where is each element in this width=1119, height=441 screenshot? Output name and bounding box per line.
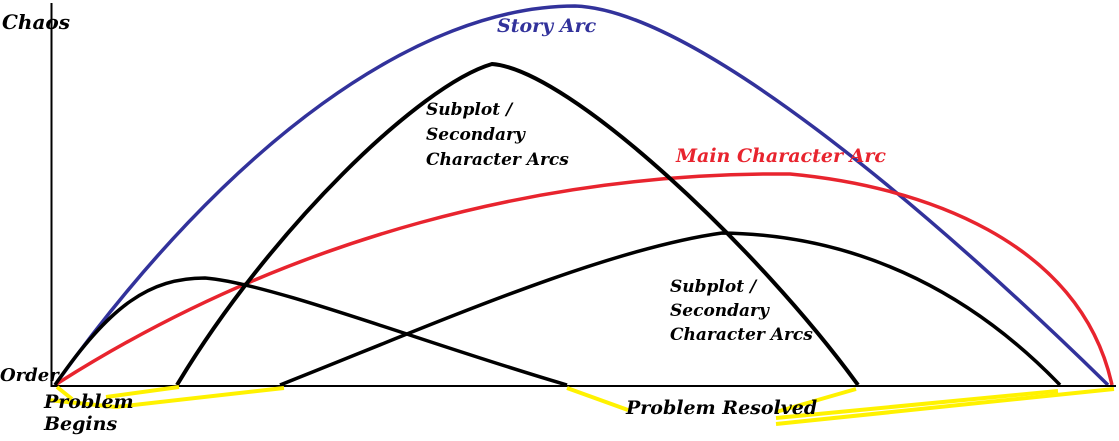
pointer-begins-origin <box>55 385 74 401</box>
subplot-label-bottom-line1: Subplot / <box>670 277 757 297</box>
problem-begins-line2: Begins <box>44 413 118 435</box>
main-character-arc-curve <box>54 172 1114 387</box>
subplot-label-top-line1: Subplot / <box>426 100 513 120</box>
subplot-label-bottom: Subplot / Secondary Character Arcs <box>670 275 813 347</box>
problem-begins-line1: Problem <box>44 391 134 413</box>
problem-resolved-label: Problem Resolved <box>626 397 818 419</box>
subplot-late-curve <box>279 231 1062 387</box>
pointer-begins-curve2-start <box>47 386 285 410</box>
pointer-resolved-hump-end <box>566 386 629 412</box>
y-axis-origin-label: Order <box>0 365 59 386</box>
subplot-label-bottom-line2: Secondary <box>670 301 769 321</box>
pointer-resolved-curve2-end <box>775 389 1059 420</box>
subplot-label-top: Subplot / Secondary Character Arcs <box>426 98 569 173</box>
subplot-label-top-line2: Secondary <box>426 125 525 145</box>
subplot-label-bottom-line3: Character Arcs <box>670 325 813 345</box>
story-arc-curve <box>53 4 1110 387</box>
pointer-begins-curve1-start <box>105 385 180 399</box>
pointer-resolved-arcs-end <box>775 387 1115 426</box>
subplot-early-hump-curve <box>53 276 568 387</box>
main-character-arc-label: Main Character Arc <box>676 145 886 167</box>
subplot-label-top-line3: Character Arcs <box>426 150 569 170</box>
story-arc-label: Story Arc <box>497 15 597 37</box>
problem-begins-label: Problem Begins <box>44 391 134 435</box>
y-axis-top-label: Chaos <box>2 10 71 34</box>
pointer-resolved-curve1-end <box>775 387 857 414</box>
subplot-central-curve <box>175 61 860 387</box>
